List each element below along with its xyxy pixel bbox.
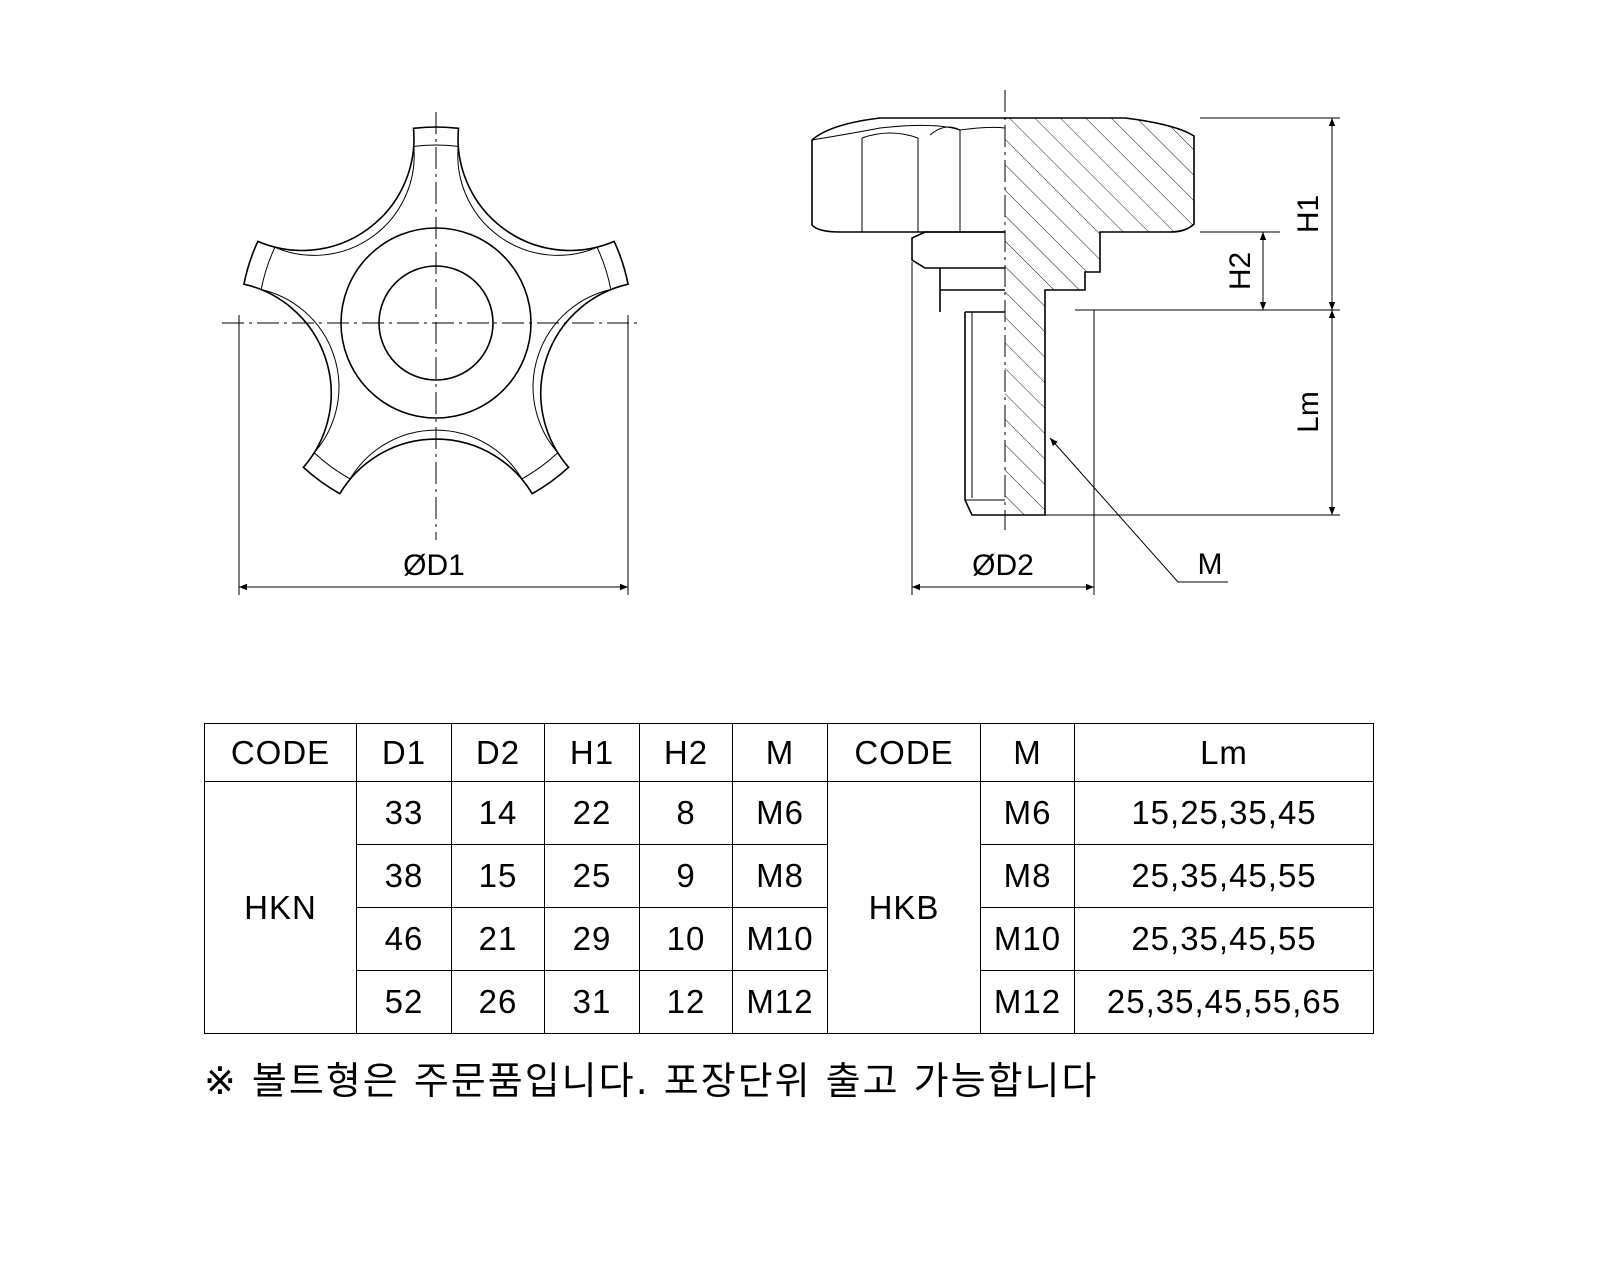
cell-d2: 21 bbox=[451, 907, 545, 971]
cell-m: M6 bbox=[732, 781, 828, 845]
bolt-code-cell: HKB bbox=[827, 781, 981, 1034]
d1-label: ØD1 bbox=[403, 549, 465, 582]
cell-d2: 26 bbox=[451, 970, 545, 1034]
star-knob-inner-edge bbox=[260, 144, 612, 480]
table-row: 52 26 31 12 M12 M12 25,35,45,55,65 bbox=[205, 970, 1374, 1034]
cell-d1: 46 bbox=[356, 907, 452, 971]
lm-label: Lm bbox=[1292, 391, 1325, 433]
header-m-bolt: M bbox=[980, 723, 1075, 782]
table-header-row: CODE D1 D2 H1 H2 M CODE M Lm bbox=[204, 723, 1374, 782]
cell-d2: 14 bbox=[451, 781, 545, 845]
section-outline bbox=[1005, 117, 1195, 516]
header-d1: D1 bbox=[356, 723, 452, 782]
bolt-shank bbox=[964, 311, 1005, 516]
section-hatch bbox=[1005, 118, 1194, 515]
m-label: M bbox=[1198, 548, 1223, 581]
side-view: ØD2 H1 H2 Lm M bbox=[811, 90, 1340, 595]
m-leader bbox=[1049, 437, 1228, 583]
cell-h1: 22 bbox=[544, 781, 640, 845]
hub-step bbox=[939, 268, 1005, 312]
cell-lm: 15,25,35,45 bbox=[1074, 781, 1374, 845]
top-view: ØD1 bbox=[222, 112, 640, 595]
hub-exterior bbox=[911, 231, 1005, 269]
star-knob-outline bbox=[242, 126, 630, 495]
cell-h1: 31 bbox=[544, 970, 640, 1034]
nut-code-cell: HKN bbox=[204, 781, 357, 1034]
cell-d1: 38 bbox=[356, 844, 452, 908]
cell-bolt-m: M10 bbox=[980, 907, 1075, 971]
cell-d1: 52 bbox=[356, 970, 452, 1034]
knob-lobe-edge bbox=[861, 126, 961, 232]
table-row: 46 21 29 10 M10 M10 25,35,45,55 bbox=[205, 907, 1374, 971]
technical-drawing: ØD1 ØD2 H1 H2 Lm bbox=[222, 90, 1340, 595]
cell-h1: 29 bbox=[544, 907, 640, 971]
header-h2: H2 bbox=[639, 723, 733, 782]
spec-table: CODE D1 D2 H1 H2 M CODE M Lm HKN 33 14 2… bbox=[204, 723, 1374, 1034]
header-m-nut: M bbox=[732, 723, 828, 782]
cell-lm: 25,35,45,55 bbox=[1074, 844, 1374, 908]
cell-h1: 25 bbox=[544, 844, 640, 908]
table-row: 38 15 25 9 M8 M8 25,35,45,55 bbox=[205, 844, 1374, 908]
cell-bolt-m: M6 bbox=[980, 781, 1075, 845]
cell-d2: 15 bbox=[451, 844, 545, 908]
order-note: ※ 볼트형은 주문품입니다. 포장단위 출고 가능합니다 bbox=[204, 1059, 1099, 1103]
d2-label: ØD2 bbox=[972, 549, 1034, 582]
cell-m: M10 bbox=[732, 907, 828, 971]
cell-h2: 10 bbox=[639, 907, 733, 971]
h1-label: H1 bbox=[1292, 195, 1325, 233]
header-d2: D2 bbox=[451, 723, 545, 782]
cell-lm: 25,35,45,55 bbox=[1074, 907, 1374, 971]
header-code-bolt: CODE bbox=[827, 723, 981, 782]
header-code-nut: CODE bbox=[204, 723, 357, 782]
cell-h2: 8 bbox=[639, 781, 733, 845]
table-row: HKN 33 14 22 8 M6 HKB M6 15,25,35,45 bbox=[204, 781, 1374, 1034]
cell-lm: 25,35,45,55,65 bbox=[1074, 970, 1374, 1034]
knob-top-bevel bbox=[811, 124, 1006, 141]
cell-d1: 33 bbox=[356, 781, 452, 845]
cell-h2: 12 bbox=[639, 970, 733, 1034]
cell-m: M8 bbox=[732, 844, 828, 908]
cell-m: M12 bbox=[732, 970, 828, 1034]
cell-bolt-m: M12 bbox=[980, 970, 1075, 1034]
header-h1: H1 bbox=[544, 723, 640, 782]
header-lm: Lm bbox=[1074, 723, 1374, 782]
cell-bolt-m: M8 bbox=[980, 844, 1075, 908]
h2-label: H2 bbox=[1224, 252, 1257, 290]
cell-h2: 9 bbox=[639, 844, 733, 908]
